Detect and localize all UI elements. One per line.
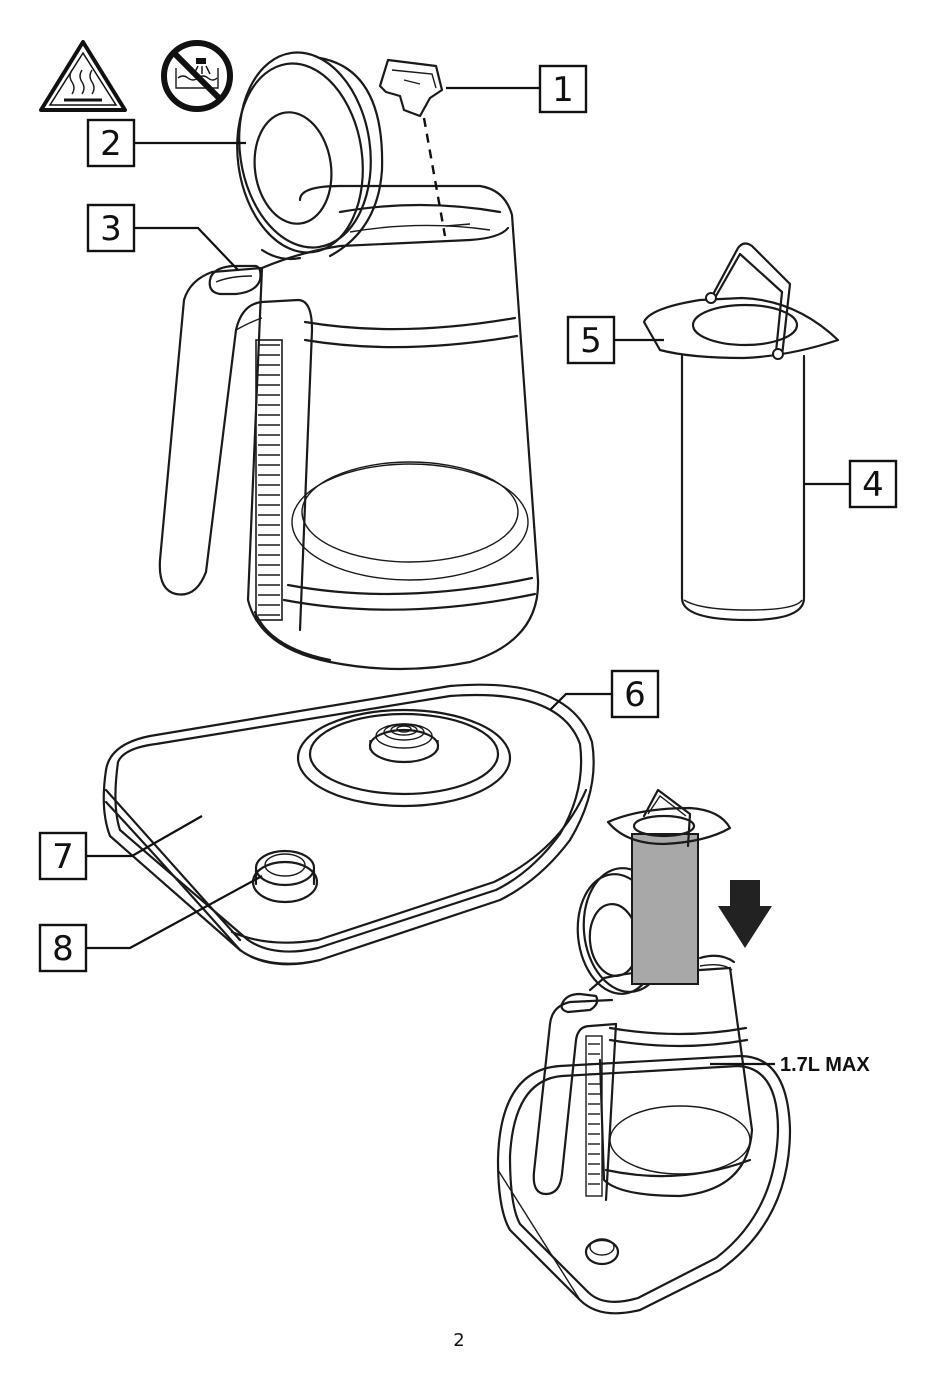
callout-4: 4	[850, 461, 896, 507]
callout-8: 8	[40, 925, 86, 971]
assembled-kettle	[498, 790, 790, 1313]
do-not-immerse-icon	[164, 43, 230, 109]
kettle-illustration	[160, 44, 538, 669]
svg-text:5: 5	[580, 321, 602, 361]
svg-text:4: 4	[862, 465, 884, 505]
svg-text:8: 8	[52, 929, 74, 969]
hot-surface-warning-icon	[41, 42, 125, 110]
infuser-insert	[632, 834, 698, 984]
power-connector	[370, 724, 438, 762]
callout-3: 3	[88, 205, 134, 251]
base-control-button	[253, 851, 317, 902]
callout-7: 7	[40, 833, 86, 879]
svg-text:3: 3	[100, 209, 122, 249]
page-number: 2	[453, 1330, 464, 1351]
insert-arrow-icon	[718, 880, 772, 948]
capacity-label: 1.7L MAX	[780, 1054, 870, 1076]
svg-text:1: 1	[552, 70, 574, 110]
handle-grip-texture	[256, 340, 282, 620]
kettle-lid	[225, 44, 383, 261]
svg-text:2: 2	[100, 124, 122, 164]
callout-1: 1	[540, 66, 586, 112]
svg-text:7: 7	[52, 837, 74, 877]
callout-6: 6	[612, 671, 658, 717]
tea-infuser	[644, 243, 838, 620]
limescale-filter	[380, 60, 470, 236]
callout-2: 2	[88, 120, 134, 166]
callout-5: 5	[568, 317, 614, 363]
svg-text:6: 6	[624, 675, 646, 715]
